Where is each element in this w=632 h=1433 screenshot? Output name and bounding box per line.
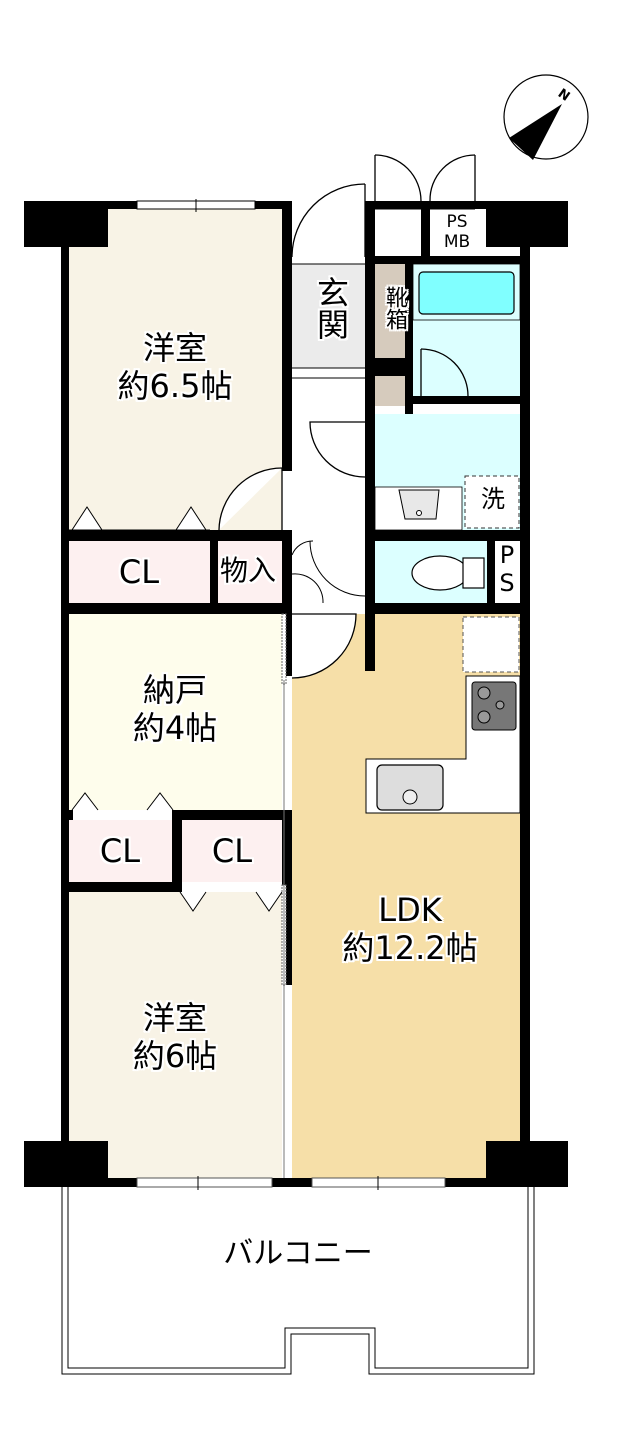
ps-mb-label: PS MB (432, 212, 482, 252)
storage-1 (218, 541, 282, 603)
wall-ps-left (487, 541, 495, 603)
wall-bottom-3 (445, 1178, 530, 1187)
shoe-box (375, 264, 405, 358)
wall-cl-mid (172, 810, 182, 892)
ldk-size: 約12.2帖 (342, 928, 478, 967)
western-room-2-name: 洋室 (142, 999, 207, 1037)
wall-storage-right (282, 541, 292, 603)
wall-right (520, 201, 530, 1187)
shoe-box-lower (375, 376, 405, 406)
wall-room1-bottom (61, 530, 221, 541)
wall-room1-bottom-2 (210, 530, 292, 541)
shoe-box-label: 靴箱 (382, 286, 407, 330)
western-room-1-name: 洋室 (142, 329, 207, 367)
ps-line2: S (499, 568, 515, 597)
wall-cl3-right (282, 810, 292, 985)
wall-top-left-2 (255, 201, 292, 209)
ldk-name: LDK (378, 891, 442, 929)
ps-mb-line2: MB (443, 232, 471, 253)
closet-1 (68, 541, 210, 603)
closet-2-label: CL (99, 832, 141, 870)
closet-3-label: CL (211, 832, 253, 870)
western-room-1-size: 約6.5帖 (117, 366, 233, 405)
wall-cl-divider (210, 541, 218, 603)
closet-1-label: CL (118, 553, 160, 591)
laundry-label: 洗 (481, 485, 505, 513)
western-room-1 (68, 208, 282, 530)
closet-2 (68, 820, 172, 882)
nando-size: 約4帖 (132, 708, 218, 747)
wall-left (61, 201, 69, 1187)
wall-nando-bottom (172, 810, 292, 820)
nando-label: 納戸 約4帖 (70, 671, 280, 748)
wall-bath-bottom (405, 396, 530, 404)
wall-bottom-2 (272, 1178, 312, 1187)
wall-room1-right (282, 201, 292, 471)
wall-kitchen-stub (365, 603, 375, 671)
wall-row2-top (61, 603, 292, 614)
wall-top-left-1 (61, 201, 137, 209)
ps-mb-line1: PS (446, 212, 468, 232)
entrance-tile (292, 264, 370, 368)
wall-psmb-bottom (365, 256, 530, 264)
wall-entrance-right (365, 201, 375, 611)
storage-1-label: 物入 (219, 554, 276, 587)
wall-shoebox-right (405, 264, 413, 414)
nando-name: 納戸 (142, 671, 207, 709)
wall-row2-top-right (365, 603, 530, 614)
wall-wash-bottom (365, 530, 530, 541)
wall-bottom-1 (61, 1178, 137, 1187)
ps-label: P S (494, 541, 520, 597)
western-room-1-label: 洋室 約6.5帖 (70, 329, 280, 406)
ldk-label: LDK 約12.2帖 (300, 891, 520, 968)
compass-icon (503, 74, 589, 160)
western-room-2-label: 洋室 約6帖 (70, 999, 280, 1076)
entrance-label: 玄関 (312, 276, 350, 340)
wall-nando-bottom-left (61, 810, 73, 820)
wall-door-divider (421, 201, 430, 257)
nando-room (68, 614, 282, 810)
western-room-2-size: 約6帖 (132, 1036, 218, 1075)
ps-line1: P (499, 541, 515, 569)
wall-cl-bottom (61, 882, 182, 892)
western-room-2 (68, 892, 282, 1178)
balcony-label: バルコニー (223, 1236, 373, 1271)
closet-3 (182, 820, 282, 882)
wall-shoebox-mid (365, 358, 413, 376)
wall-nando-right (282, 614, 292, 676)
